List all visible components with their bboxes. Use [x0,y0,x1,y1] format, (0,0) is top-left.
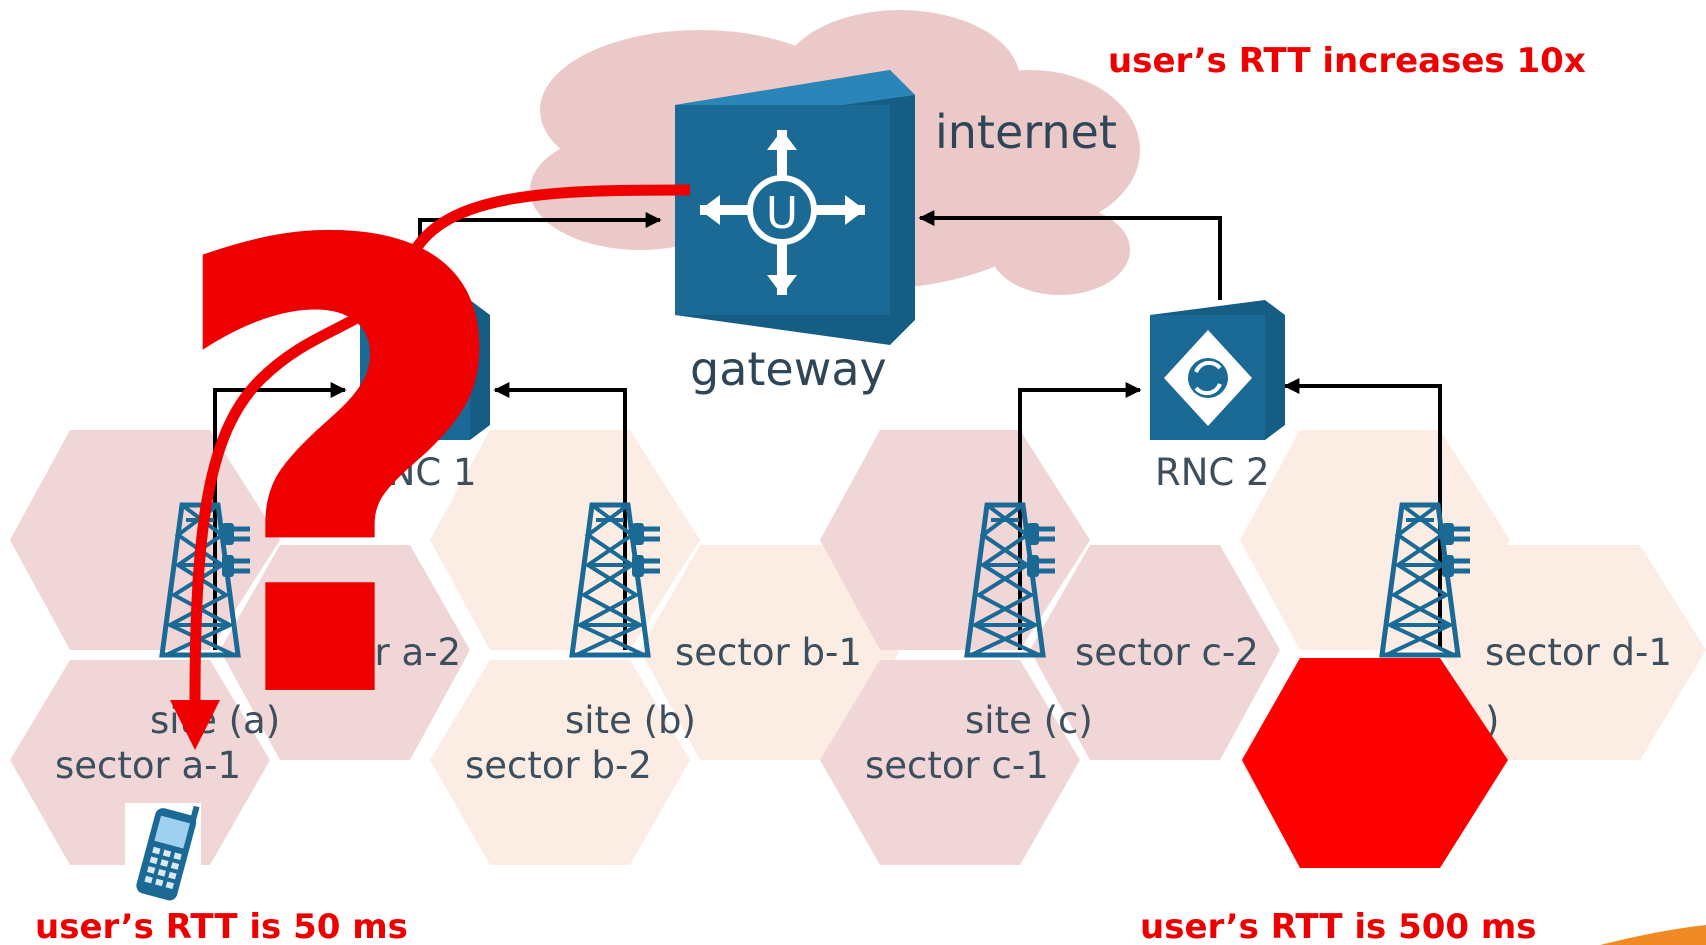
annotation-bottom-left: user’s RTT is 50 ms [35,907,408,945]
svg-text:U: U [766,188,798,239]
annotation-top-right: user’s RTT increases 10x [1108,41,1586,81]
sector-d1-label: sector d-1 [1485,631,1672,674]
orange-accent [1600,925,1706,945]
stop-hexagon-icon [1242,658,1508,868]
question-mark-icon: ? [160,116,520,837]
annotation-bottom-right: user’s RTT is 500 ms [1140,907,1537,945]
sector-c2-label: sector c-2 [1075,631,1259,674]
sector-a1-label: sector a-1 [55,744,241,787]
mobile-phone-icon [125,803,201,903]
sector-b2-label: sector b-2 [465,744,652,787]
sector-a2-label: sector a-2 [275,631,461,674]
rnc2-icon [1150,300,1285,440]
red-path-arrow [189,184,691,701]
site-b-label: site (b) [565,699,696,742]
router-icon: U [675,70,915,345]
internet-label: internet [935,105,1117,159]
gateway-label: gateway [690,342,887,396]
sector-b1-label: sector b-1 [675,631,862,674]
rnc1-icon [360,300,490,440]
rnc1-label: RNC 1 [362,451,477,494]
red-arrowhead [170,700,220,750]
site-c-label: site (c) [965,699,1093,742]
rnc2-label: RNC 2 [1155,451,1270,494]
sector-c1-label: sector c-1 [865,744,1049,787]
